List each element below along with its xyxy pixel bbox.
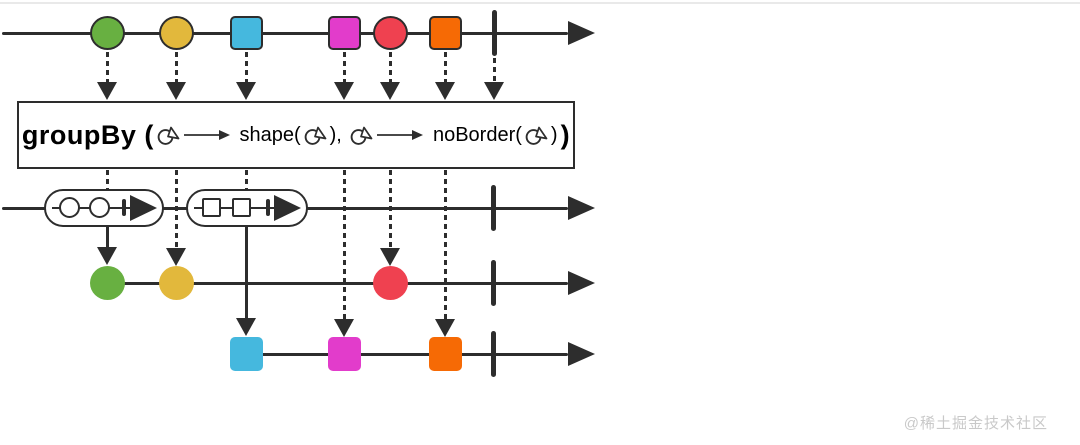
pill-complete-bar xyxy=(266,199,270,216)
operator-text: ) xyxy=(560,119,571,150)
dashed-connector xyxy=(105,52,109,84)
dashed-connector xyxy=(492,58,496,84)
operator-text: groupBy ( xyxy=(21,119,154,150)
complete-bar xyxy=(491,10,497,56)
page-top-border xyxy=(0,2,1080,4)
group-observable-pill xyxy=(186,189,308,227)
maps-to-arrow-icon xyxy=(377,130,424,140)
pill-complete-bar xyxy=(122,199,126,216)
marble-green-circle xyxy=(89,16,125,50)
dashed-connector xyxy=(388,170,392,250)
any-marble-glyph xyxy=(304,125,327,145)
timeline-line-source xyxy=(2,31,568,35)
arrowhead-down-icon xyxy=(166,82,186,100)
operator-text: noBorder( xyxy=(427,125,522,145)
marble-magenta-square xyxy=(327,16,361,50)
operator-text-segment: noBorder( xyxy=(427,124,522,146)
arrowhead-down-icon xyxy=(166,248,186,266)
maps-to-arrow xyxy=(183,129,231,141)
solid-connector xyxy=(244,227,248,320)
any-marble-icon xyxy=(525,126,548,145)
marble-orange-square xyxy=(428,16,462,50)
marble-red-circle xyxy=(372,16,408,50)
pill-marble-circle xyxy=(58,197,80,218)
any-marble-glyph xyxy=(350,125,373,145)
arrowhead-down-icon xyxy=(236,318,256,336)
complete-bar xyxy=(490,331,496,377)
timeline-line-square-group xyxy=(232,352,568,356)
complete-bar xyxy=(490,185,496,231)
operator-text: ), xyxy=(330,125,348,145)
arrowhead-down-icon xyxy=(334,319,354,337)
dashed-connector xyxy=(244,170,248,189)
operator-text-segment: groupBy ( xyxy=(21,119,154,150)
operator-text: ) xyxy=(551,125,558,145)
dashed-connector xyxy=(342,170,346,321)
operator-text-segment: ), xyxy=(329,124,348,146)
operator-text: shape( xyxy=(233,124,301,146)
maps-to-arrow xyxy=(376,129,424,141)
marble-green-circle xyxy=(89,266,125,300)
any-marble-glyph xyxy=(525,125,548,145)
arrowhead-down-icon xyxy=(334,82,354,100)
arrowhead-down-icon xyxy=(97,82,117,100)
dashed-connector xyxy=(174,170,178,250)
dashed-connector xyxy=(443,52,447,84)
dashed-connector xyxy=(105,170,109,189)
arrowhead-down-icon xyxy=(380,248,400,266)
any-marble-glyph xyxy=(157,125,180,145)
dashed-connector xyxy=(244,52,248,84)
operator-text-segment: ) xyxy=(550,124,558,146)
solid-connector xyxy=(105,227,109,249)
marble-yellow-circle xyxy=(158,16,194,50)
arrowhead-down-icon xyxy=(380,82,400,100)
arrowhead-down-icon xyxy=(484,82,504,100)
dashed-connector xyxy=(342,52,346,84)
arrowhead-right-icon xyxy=(568,342,595,366)
arrowhead-right-icon xyxy=(568,196,595,220)
operator-box: groupBy ( shape(), noBorder()) xyxy=(17,101,575,169)
any-marble-icon xyxy=(304,126,326,145)
any-marble-icon xyxy=(351,126,373,145)
any-marble-icon xyxy=(157,126,180,145)
group-observable-pill xyxy=(44,189,164,227)
arrowhead-down-icon xyxy=(435,82,455,100)
maps-to-arrow-icon xyxy=(183,130,230,140)
dashed-connector xyxy=(443,170,447,321)
complete-bar xyxy=(490,260,496,306)
pill-marble-square xyxy=(231,198,251,217)
marble-magenta-square xyxy=(327,337,361,371)
pill-arrowhead-right-icon xyxy=(274,194,301,221)
arrowhead-down-icon xyxy=(97,247,117,265)
arrowhead-down-icon xyxy=(236,82,256,100)
arrowhead-right-icon xyxy=(568,271,595,295)
marble-orange-square xyxy=(428,337,462,371)
pill-marble-square xyxy=(201,198,221,217)
arrowhead-right-icon xyxy=(568,21,595,45)
pill-arrowhead-right-icon xyxy=(130,194,157,221)
watermark: @稀土掘金技术社区 xyxy=(903,415,1048,432)
dashed-connector xyxy=(388,52,392,84)
timeline-line-circle-group xyxy=(91,281,568,285)
operator-text-segment: shape( xyxy=(233,124,301,146)
marble-yellow-circle xyxy=(158,266,194,300)
dashed-connector xyxy=(174,52,178,84)
marble-red-circle xyxy=(372,266,408,300)
marble-cyan-square xyxy=(229,16,263,50)
marble-cyan-square xyxy=(229,337,263,371)
pill-marble-circle xyxy=(88,197,110,218)
operator-text-segment: ) xyxy=(560,119,571,150)
arrowhead-down-icon xyxy=(435,319,455,337)
